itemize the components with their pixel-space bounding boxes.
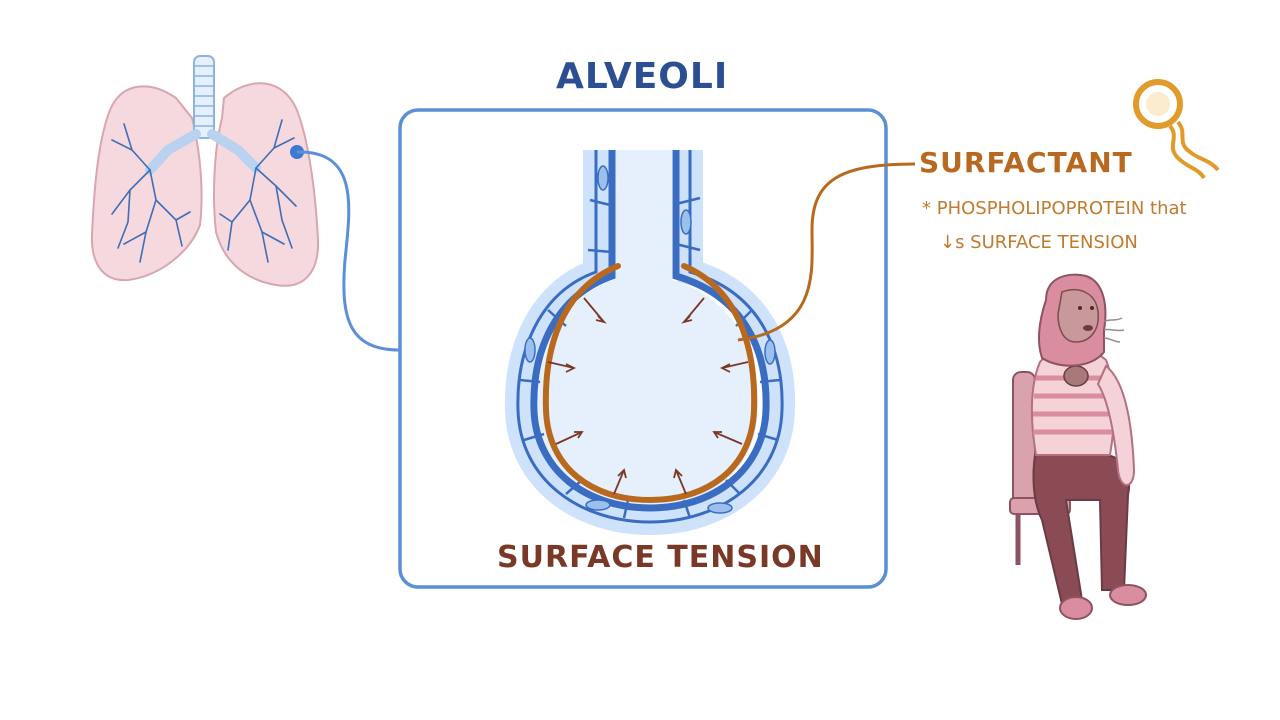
surfactant-connector-line xyxy=(737,162,916,342)
surface-tension-arrows xyxy=(547,297,749,495)
lungs-icon xyxy=(90,55,320,287)
surface-tension-label: SURFACE TENSION xyxy=(497,540,824,575)
lung-connector-line xyxy=(296,150,401,352)
alveolus-illustration xyxy=(504,150,796,536)
surfactant-definition-line2: ↓s SURFACE TENSION xyxy=(940,232,1138,253)
phospholipid-icon xyxy=(1133,79,1220,180)
surfactant-layer xyxy=(542,263,758,504)
breathing-woman-illustration xyxy=(1009,273,1147,620)
diagram-title: ALVEOLI xyxy=(556,56,729,97)
alveoli-frame xyxy=(398,108,888,589)
surfactant-heading: SURFACTANT xyxy=(919,146,1133,179)
surfactant-definition-line1: * PHOSPHOLIPOPROTEIN that xyxy=(922,198,1187,219)
